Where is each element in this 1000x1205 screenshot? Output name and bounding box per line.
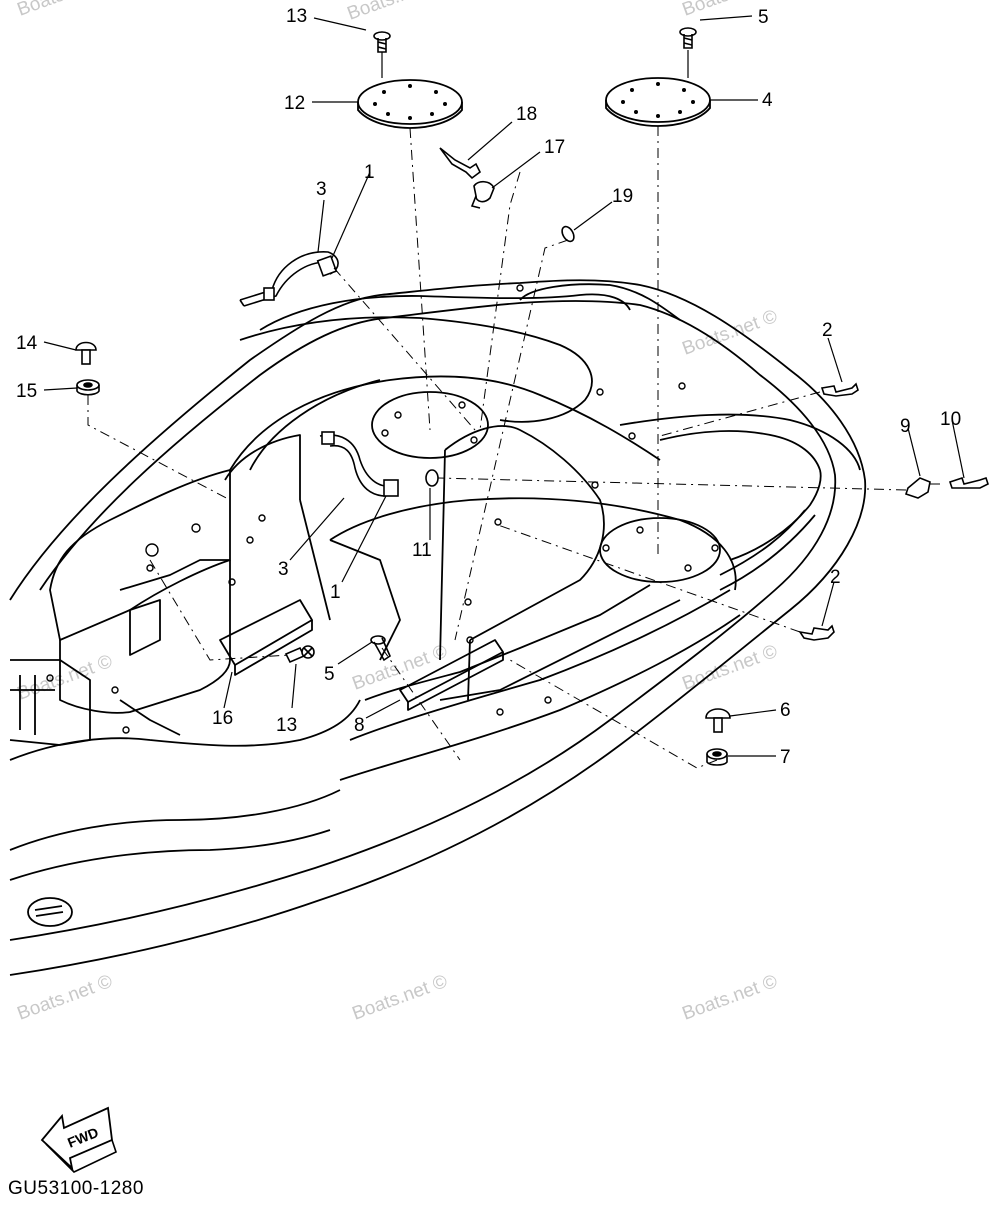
forward-arrow-icon: FWD bbox=[40, 1106, 117, 1173]
buckle-1-top bbox=[316, 255, 338, 277]
screw-5-top bbox=[679, 27, 697, 49]
grommet-11 bbox=[425, 469, 439, 487]
left-inner-wall bbox=[129, 599, 161, 656]
callout-13-mid: 13 bbox=[276, 715, 297, 736]
left-deck-lower bbox=[9, 699, 361, 761]
callout-6: 6 bbox=[780, 700, 791, 721]
lower-hull-chine bbox=[339, 614, 741, 781]
hull-outer-left bbox=[9, 279, 867, 976]
callout-13: 13 bbox=[286, 6, 307, 27]
callout-3: 3 bbox=[316, 179, 327, 200]
diagram-code: GU53100-1280 bbox=[8, 1178, 144, 1199]
rivet-2-top bbox=[820, 382, 859, 397]
rivet-10 bbox=[948, 476, 989, 489]
clip-17 bbox=[470, 180, 495, 209]
callout-9: 9 bbox=[900, 416, 911, 437]
front-hatch-opening bbox=[371, 391, 489, 459]
clip-9 bbox=[904, 477, 931, 499]
left-side-ribs bbox=[19, 675, 36, 735]
buckle-1-mid bbox=[383, 479, 399, 497]
callout-2-mid: 2 bbox=[830, 567, 841, 588]
hatch-cover-12 bbox=[357, 79, 463, 129]
mid-deck-line-1 bbox=[299, 499, 331, 621]
callout-7: 7 bbox=[780, 747, 791, 768]
callouts: 13 5 12 4 18 17 3 1 19 14 15 2 9 10 11 3… bbox=[16, 6, 961, 768]
watermark: Boats.net © bbox=[15, 651, 116, 705]
watermark: Boats.net © bbox=[15, 0, 116, 21]
hull-inner-left bbox=[9, 300, 837, 941]
hull-line-art bbox=[9, 279, 867, 976]
drain-plug-slot bbox=[34, 905, 64, 917]
callout-1-mid: 1 bbox=[330, 582, 341, 603]
watermark: Boats.net © bbox=[15, 971, 116, 1025]
left-side-panel bbox=[9, 659, 91, 746]
front-arch bbox=[249, 379, 381, 471]
left-cavity bbox=[59, 560, 231, 714]
deck-rim bbox=[259, 293, 631, 331]
callout-5-mid: 5 bbox=[324, 664, 335, 685]
watermark: Boats.net © bbox=[350, 971, 451, 1025]
screw-5-mid bbox=[370, 635, 392, 662]
callout-3-mid: 3 bbox=[278, 559, 289, 580]
callout-1: 1 bbox=[364, 162, 375, 183]
hatch-cover-4 bbox=[605, 77, 711, 127]
callout-18: 18 bbox=[516, 104, 537, 125]
left-deck-lower-2 bbox=[9, 789, 341, 851]
callout-16: 16 bbox=[212, 708, 233, 729]
right-rail-inner bbox=[659, 430, 821, 471]
drain-plug bbox=[27, 897, 73, 927]
strap-3-mid bbox=[319, 431, 399, 497]
callout-17: 17 bbox=[544, 137, 565, 158]
watermark: Boats.net © bbox=[345, 0, 446, 25]
lower-hull-keel bbox=[349, 589, 731, 741]
left-compartment-ledge bbox=[119, 559, 230, 591]
screw-13-mid bbox=[284, 645, 315, 664]
left-compartment-wall bbox=[224, 434, 301, 500]
washer-15 bbox=[76, 379, 100, 396]
callout-15: 15 bbox=[16, 381, 37, 402]
engine-compartment-rim bbox=[229, 375, 661, 471]
seat-well bbox=[239, 316, 593, 423]
leader-lines bbox=[43, 15, 965, 757]
right-lower-rail bbox=[719, 509, 816, 591]
left-bulkhead bbox=[49, 469, 231, 641]
callout-19: 19 bbox=[612, 186, 633, 207]
callout-5: 5 bbox=[758, 7, 769, 28]
mount-plate-16-edge bbox=[234, 620, 313, 676]
right-rail-lower bbox=[729, 469, 822, 561]
right-rail-outer bbox=[619, 413, 861, 471]
callout-8: 8 bbox=[354, 715, 365, 736]
engine-bay-floor bbox=[329, 497, 737, 591]
mount-bracket-8-edge bbox=[407, 652, 504, 711]
callout-2: 2 bbox=[822, 320, 833, 341]
callout-10: 10 bbox=[940, 409, 961, 430]
rivet-18 bbox=[439, 147, 482, 180]
bolt-6 bbox=[705, 708, 731, 733]
callout-12: 12 bbox=[284, 93, 305, 114]
callout-11: 11 bbox=[412, 540, 432, 561]
callout-14: 14 bbox=[16, 333, 38, 354]
watermark: Boats.net © bbox=[680, 971, 781, 1025]
lower-hull-step bbox=[364, 584, 651, 701]
hull-holes bbox=[46, 284, 719, 734]
mid-deck-line-3 bbox=[119, 699, 181, 736]
watermark: Boats.net © bbox=[350, 641, 451, 695]
left-deck-lower-3 bbox=[9, 829, 331, 881]
center-tunnel bbox=[444, 425, 605, 641]
mid-deck-line-2 bbox=[329, 539, 401, 661]
lower-hull-right bbox=[439, 599, 681, 701]
bolt-14 bbox=[75, 341, 97, 365]
strap-3-top bbox=[239, 251, 339, 307]
callout-4: 4 bbox=[762, 90, 773, 111]
washer-7 bbox=[706, 748, 728, 766]
rear-hatch-opening bbox=[599, 517, 721, 583]
rivet-2-mid bbox=[798, 624, 835, 641]
alignment-lines bbox=[87, 126, 940, 769]
screw-13-top bbox=[373, 31, 391, 53]
grommet-19 bbox=[561, 225, 575, 243]
